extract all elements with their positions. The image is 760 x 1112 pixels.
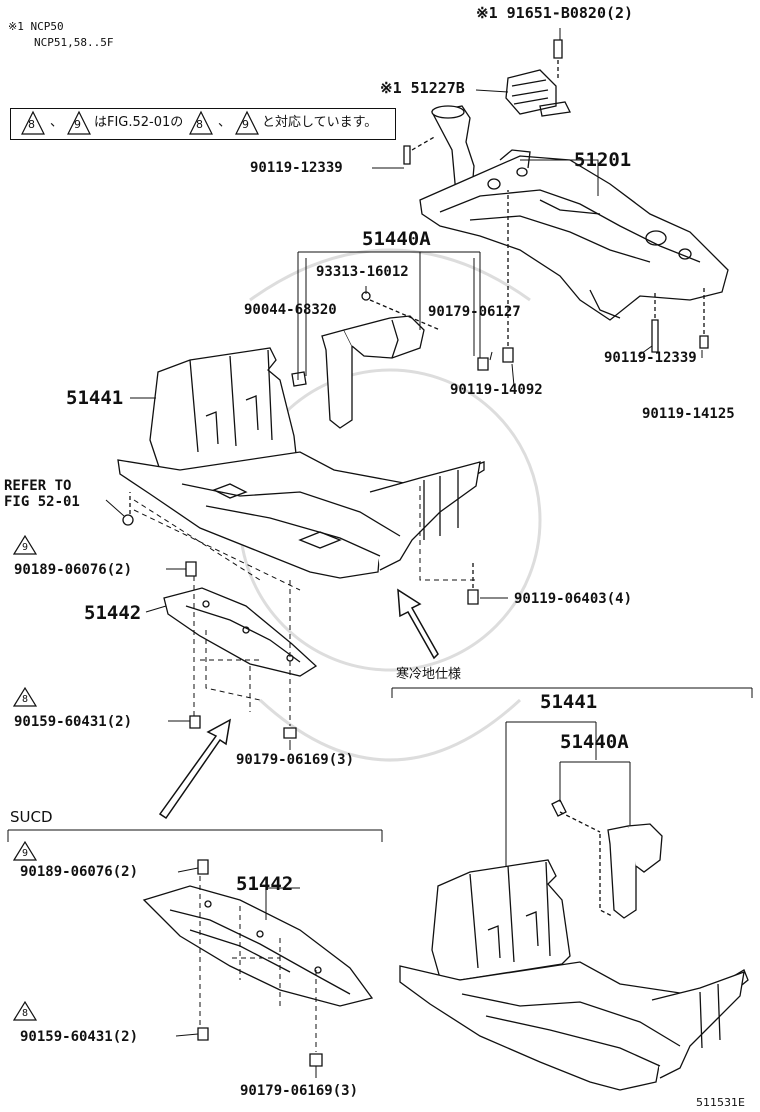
label-90119-14125[interactable]: 90119-14125 bbox=[642, 406, 735, 422]
bracket-51440a-cold bbox=[599, 823, 663, 919]
bolt-90119-06403 bbox=[467, 560, 479, 605]
label-90179-06169-a[interactable]: 90179-06169(3) bbox=[236, 752, 355, 768]
bolt-90119-14092 bbox=[502, 190, 514, 363]
note-line-2: NCP51,58..5F bbox=[34, 36, 114, 49]
note-line-1: ※1 NCP50 bbox=[8, 20, 64, 33]
label-90044-68320[interactable]: 90044-68320 bbox=[244, 302, 337, 318]
bracket-51440a bbox=[321, 315, 425, 429]
warning-triangle-icon bbox=[12, 534, 38, 555]
notice-text-1: はFIG.52-01の bbox=[94, 115, 184, 130]
notice-sep-1: 、 bbox=[50, 115, 64, 130]
clip-90179-06169-a bbox=[283, 727, 297, 739]
label-51227b[interactable]: ※1 51227B bbox=[380, 79, 465, 97]
sucd-label: SUCD bbox=[10, 808, 53, 826]
notice-text-2: と対応しています。 bbox=[262, 115, 378, 130]
notice-tri-c: 8 bbox=[196, 118, 203, 131]
label-51441-b[interactable]: 51441 bbox=[540, 691, 598, 713]
label-51442-a[interactable]: 51442 bbox=[84, 602, 142, 624]
label-90179-06127[interactable]: 90179-06127 bbox=[428, 304, 521, 320]
dashed-lines bbox=[133, 486, 476, 1052]
clip-90189-b bbox=[197, 859, 209, 875]
label-90189-06076-a[interactable]: 90189-06076(2) bbox=[14, 562, 133, 578]
cold-spec-label: 寒冷地仕様 bbox=[396, 667, 462, 682]
warning-triangle-icon bbox=[189, 110, 213, 135]
warning-triangle-icon bbox=[67, 110, 91, 135]
label-90119-12339-a[interactable]: 90119-12339 bbox=[250, 160, 343, 176]
label-90119-12339-b[interactable]: 90119-12339 bbox=[604, 350, 697, 366]
warning-triangle-icon bbox=[12, 1000, 38, 1021]
nut-90179-06127 bbox=[477, 357, 489, 371]
undercover-51441-cold bbox=[399, 859, 749, 1091]
warning-triangle-icon bbox=[12, 686, 38, 707]
clip-90159-a bbox=[189, 715, 201, 729]
label-90119-14092[interactable]: 90119-14092 bbox=[450, 382, 543, 398]
figure-code: 511531E bbox=[696, 1096, 745, 1109]
tri-label-8-a: 8 bbox=[22, 694, 29, 705]
label-90159-60431-a[interactable]: 90159-60431(2) bbox=[14, 714, 133, 730]
refer-line-1: REFER TO bbox=[4, 478, 72, 494]
bolt-90119-12339-b bbox=[651, 290, 659, 353]
label-90189-06076-b[interactable]: 90189-06076(2) bbox=[20, 864, 139, 880]
label-51442-b[interactable]: 51442 bbox=[236, 873, 294, 895]
notice-sep-2: 、 bbox=[218, 115, 232, 130]
warning-triangle-icon bbox=[21, 110, 45, 135]
tri-label-9-a: 9 bbox=[22, 542, 29, 553]
label-91651[interactable]: ※1 91651-B0820(2) bbox=[476, 4, 634, 22]
undercover-51441 bbox=[117, 347, 485, 579]
notice-box bbox=[10, 108, 396, 140]
clip-cold bbox=[551, 799, 601, 833]
bolt-90119-14125 bbox=[699, 286, 709, 349]
label-51201[interactable]: 51201 bbox=[574, 149, 632, 171]
plate-51442-b bbox=[142, 885, 374, 1007]
notice-tri-d: 9 bbox=[242, 118, 249, 131]
arrow-upper bbox=[397, 588, 439, 660]
leader-lines bbox=[7, 28, 753, 1078]
notice-tri-b: 9 bbox=[74, 118, 81, 131]
clip-90189-a bbox=[185, 561, 197, 577]
arrow-lower bbox=[158, 718, 231, 820]
bolt-91651 bbox=[553, 39, 563, 80]
fastener-refer bbox=[122, 492, 134, 526]
warning-triangle-icon bbox=[235, 110, 259, 135]
clip-90044 bbox=[291, 371, 307, 387]
label-51440a-b[interactable]: 51440A bbox=[560, 731, 629, 753]
tri-label-8-b: 8 bbox=[22, 1008, 29, 1019]
label-51440a[interactable]: 51440A bbox=[362, 228, 431, 250]
label-90119-06403[interactable]: 90119-06403(4) bbox=[514, 591, 633, 607]
label-90159-60431-b[interactable]: 90159-60431(2) bbox=[20, 1029, 139, 1045]
refer-line-2[interactable]: FIG 52-01 bbox=[4, 494, 80, 510]
clip-90179-06169-b bbox=[309, 1053, 323, 1067]
notice-tri-a: 8 bbox=[28, 118, 35, 131]
crossmember-51201 bbox=[419, 105, 729, 321]
bolt-90119-12339-a bbox=[403, 135, 437, 165]
label-51441[interactable]: 51441 bbox=[66, 387, 124, 409]
label-90179-06169-b[interactable]: 90179-06169(3) bbox=[240, 1083, 359, 1099]
warning-triangle-icon bbox=[12, 840, 38, 861]
tri-label-9-b: 9 bbox=[22, 848, 29, 859]
label-93313-16012[interactable]: 93313-16012 bbox=[316, 264, 409, 280]
mount-51227b bbox=[505, 69, 571, 117]
plate-51442-a bbox=[163, 587, 318, 677]
clip-90159-b bbox=[197, 1027, 209, 1041]
